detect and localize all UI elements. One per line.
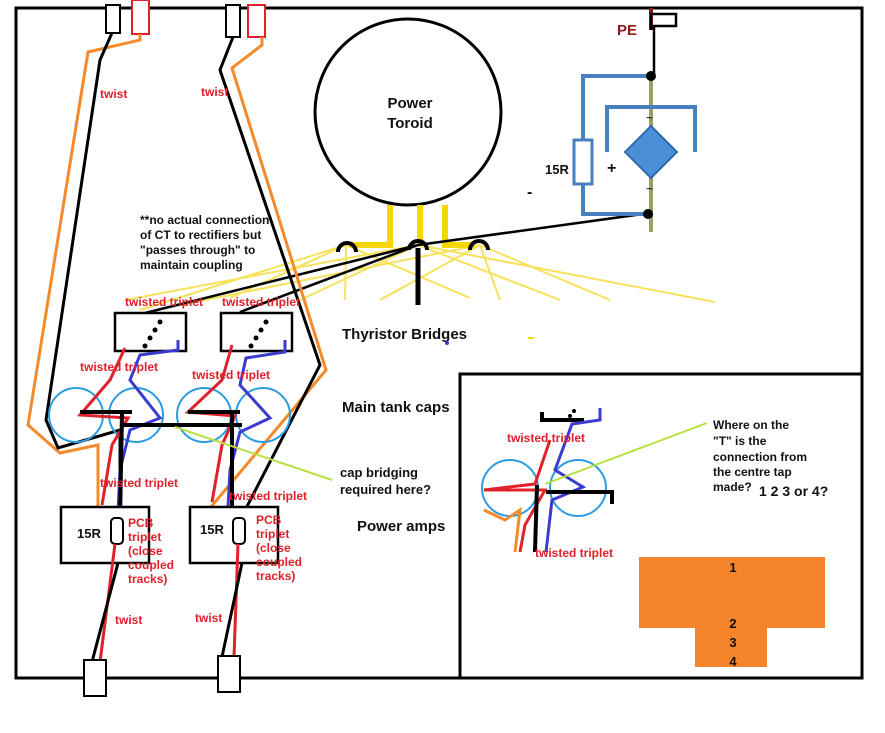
output-wires [90, 543, 244, 663]
twisted-triplet-label-1: twisted triplet [125, 295, 203, 309]
bridge-dots [142, 319, 269, 349]
pe-label: PE [617, 22, 637, 39]
toroid-label-line2: Toroid [387, 115, 433, 132]
centre-tap-wires [144, 211, 651, 315]
output-terminal-right [217, 655, 241, 693]
thyristor-bridge-left [113, 311, 188, 353]
inset-clip-mask [463, 553, 633, 563]
twist-label-left: twist [100, 87, 127, 101]
ct-note-line1: **no actual connection [140, 213, 269, 227]
pcb-right-2: triplet [256, 527, 289, 541]
ground-resistor [572, 138, 594, 186]
inset-panel [458, 372, 864, 680]
question-line1: Where on the [713, 418, 789, 432]
toroid-leads [350, 205, 475, 248]
pcb-left-4: coupled [128, 558, 174, 572]
pcb-resistor-left [110, 517, 124, 545]
cap-bridging-label-2: required here? [340, 482, 431, 497]
pcb-left-5: tracks) [128, 572, 167, 586]
secondary-wires [124, 244, 716, 311]
pcb-text-right: PCB triplet (close coupled tracks) [256, 513, 302, 583]
question-line5: made? [713, 480, 752, 494]
ct-note-line3: "passes through" to [140, 243, 255, 257]
main-tank-caps-label: Main tank caps [342, 399, 450, 416]
inset-twisted-triplet-cut: twisted triplet [535, 546, 613, 560]
minus-label: - [527, 184, 532, 201]
pcb-right-3: (close [256, 541, 291, 555]
cap-bridging-label-1: cap bridging [340, 465, 418, 480]
pcb-box-left [59, 505, 151, 565]
ct-note: **no actual connection of CT to rectifie… [140, 213, 269, 272]
pcb-left-2: triplet [128, 530, 161, 544]
ct-note-line4: maintain coupling [140, 258, 243, 272]
ct-note-line2: of CT to rectifiers but [140, 228, 261, 242]
power-toroid [313, 17, 503, 207]
input-terminals [105, 0, 266, 38]
t-label-4: 4 [729, 654, 737, 669]
right-channel-wires [198, 36, 328, 521]
pcb-right-4: coupled [256, 555, 302, 569]
chassis-outline [14, 6, 864, 680]
inset-twisted-triplet: twisted triplet [507, 431, 585, 445]
twisted-triplet-label-5: twisted triplet [100, 476, 178, 490]
twisted-triplet-label-3: twisted triplet [80, 360, 158, 374]
pcb-right-5: tracks) [256, 569, 295, 583]
thyristor-bridges-label: Thyristor Bridges [342, 326, 467, 343]
pcb-text-left: PCB triplet (close coupled tracks) [128, 516, 174, 586]
stray-blue-dot [445, 341, 449, 345]
cap-wiring [76, 340, 287, 521]
orange-t-shape [639, 557, 825, 667]
ground-resistor-label: 15R [545, 162, 569, 177]
question-pointer [544, 422, 708, 485]
rectifier-diamond [623, 124, 679, 180]
pcb-right-1: PCB [256, 513, 282, 527]
inset-dots [568, 409, 576, 418]
twist-label-bottom-left: twist [115, 613, 142, 627]
pe-wire-black [649, 12, 678, 76]
t-label-3: 3 [729, 635, 736, 650]
power-amps-label: Power amps [357, 518, 445, 535]
twisted-triplet-label-2: twisted triplet [222, 295, 300, 309]
t-label-1: 1 [729, 560, 736, 575]
question-options: 1 2 3 or 4? [759, 483, 828, 499]
output-terminal-left [83, 659, 107, 697]
cap-bridging-pointer [174, 426, 333, 481]
question-line3: connection from [713, 450, 807, 464]
pcb-resistor-label-right: 15R [200, 522, 224, 537]
thyristor-bridge-right [219, 311, 294, 353]
twisted-triplet-label-4: twisted triplet [192, 368, 270, 382]
inset-wiring [483, 408, 614, 553]
ground-node-bottom [643, 209, 653, 219]
question-line2: "T" is the [713, 434, 767, 448]
twisted-triplet-label-6: twisted triplet [229, 489, 307, 503]
pcb-resistor-label-left: 15R [77, 526, 101, 541]
twist-label-right: twist [201, 85, 228, 99]
question-line4: the centre tap [713, 465, 792, 479]
ac-tilde-top: ~ [646, 111, 653, 125]
t-label-2: 2 [729, 616, 736, 631]
plus-label: + [607, 160, 616, 177]
ac-tilde-bottom: ~ [646, 182, 653, 196]
question-text: Where on the "T" is the connection from … [713, 418, 828, 499]
pcb-resistor-right [232, 517, 246, 545]
pcb-left-3: (close [128, 544, 163, 558]
toroid-label-line1: Power [387, 95, 432, 112]
pcb-left-1: PCB [128, 516, 154, 530]
left-channel-wires [26, 32, 142, 541]
ground-node-top [646, 71, 656, 81]
twist-label-bottom-right: twist [195, 611, 222, 625]
